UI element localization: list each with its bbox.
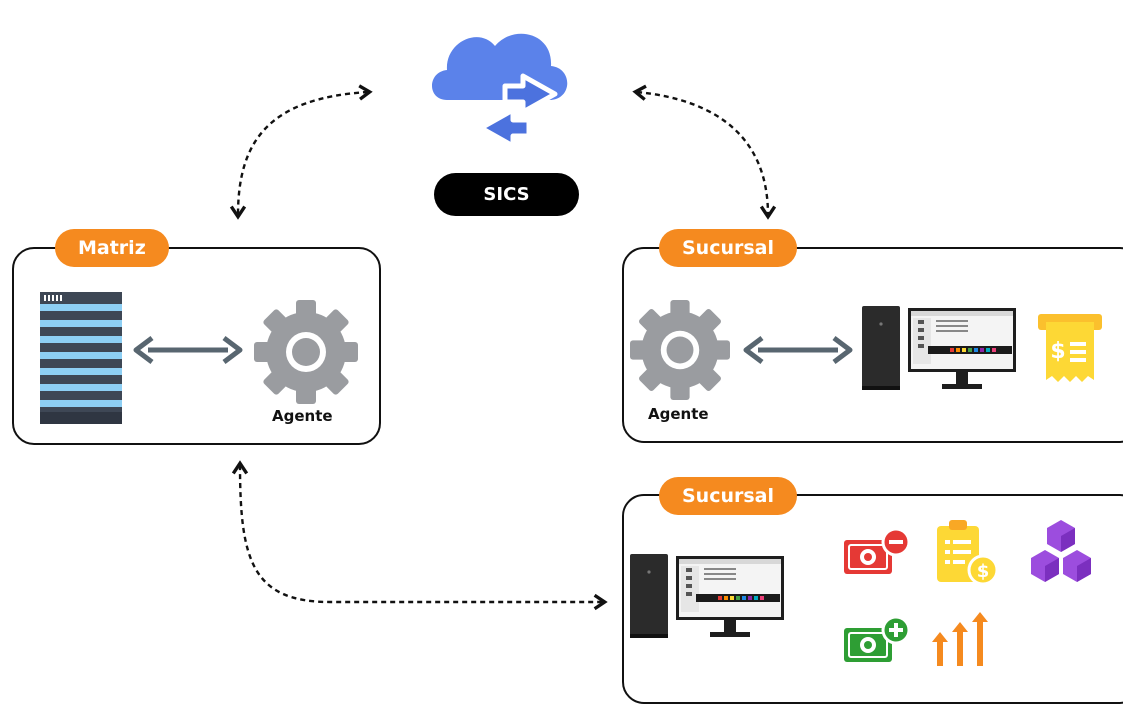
sics-label: SICS: [434, 173, 579, 216]
server-rack-icon: [40, 292, 122, 424]
sucursal-top-tag: Sucursal: [659, 229, 798, 267]
growth-arrows-icon: [932, 612, 988, 666]
svg-text:$: $: [1050, 339, 1065, 364]
gear-icon: [630, 300, 730, 400]
connector-matriz-sucursal: [231, 460, 608, 611]
sucursal-agent-label: Agente: [648, 405, 709, 423]
bidirectional-arrow-icon: [133, 336, 243, 364]
desktop-computer-icon: [862, 306, 1016, 390]
money-in-icon: [844, 616, 911, 662]
connector-cloud-sucursal: [632, 84, 777, 220]
connectors: [229, 84, 777, 611]
inventory-boxes-icon: [1031, 520, 1091, 582]
money-out-icon: [844, 528, 911, 574]
connector-cloud-matriz: [229, 84, 373, 220]
desktop-computer-icon: [630, 554, 784, 638]
receipt-icon: $: [1038, 314, 1102, 382]
matriz-tag: Matriz: [55, 229, 169, 267]
report-money-icon: $: [937, 520, 999, 586]
gear-icon: [254, 300, 358, 404]
bidirectional-arrow-icon: [743, 336, 853, 364]
cloud-sync-icon: [432, 33, 568, 143]
sucursal-bottom-tag: Sucursal: [659, 477, 798, 515]
svg-text:$: $: [977, 561, 990, 582]
matriz-agent-label: Agente: [272, 407, 333, 425]
